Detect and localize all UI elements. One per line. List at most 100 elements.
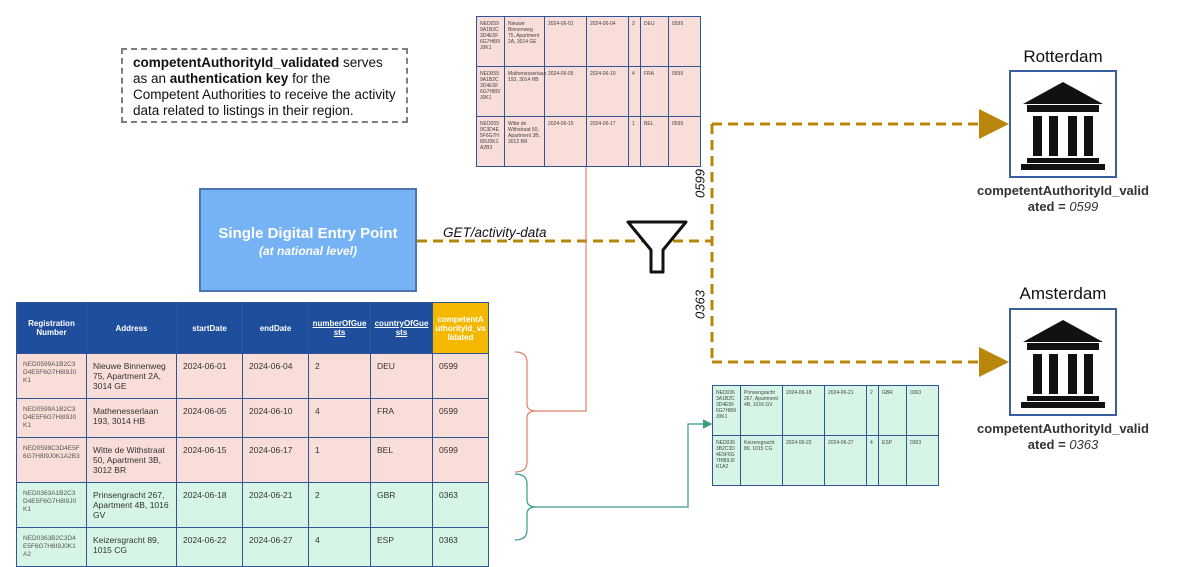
column-header: startDate [176, 302, 243, 354]
authority-label-rotterdam: competentAuthorityId_valid ated = 0599 [963, 183, 1163, 215]
authority-label-value: 0363 [1069, 437, 1099, 452]
table-cell: Prinsengracht 267, Apartment 4B, 1016 GV [86, 482, 177, 528]
table-cell: 2 [866, 385, 879, 436]
rotterdam-data-table: NED0599A1B2C3D4E5F6G7H8I9J0K1 Nieuwe Bin… [476, 16, 701, 167]
sdep-subtitle: (at national level) [258, 244, 358, 258]
authority-label-text: competentAuthorityId_valid ated = [977, 183, 1149, 214]
table-row: NED0363A1B2C3D4E5F6G7H8I9J0K1 Prinsengra… [712, 385, 939, 436]
authority-box-amsterdam [1009, 308, 1117, 416]
table-row: NED0599A1B2C3D4E5F6G7H8I9J0K1 Nieuwe Bin… [16, 353, 489, 399]
table-row: NED0599A1B2C3D4E5F6G7H8I9J0K1 Mathenesse… [476, 66, 701, 117]
authority-label-text: competentAuthorityId_valid ated = [977, 421, 1149, 452]
table-row: NED0599A1B2C3D4E5F6G7H8I9J0K1 Nieuwe Bin… [476, 16, 701, 67]
table-cell: 2024-06-10 [242, 398, 309, 438]
government-building-icon [1021, 320, 1105, 408]
table-cell: 2024-06-04 [242, 353, 309, 399]
table-cell: NED0363A1B2C3D4E5F6G7H8I9J0K1 [712, 385, 741, 436]
sdep-title: Single Digital Entry Point [218, 225, 398, 242]
table-row: NED0599C3D4E5F6G7H8I9J0K1A2B3 Witte de W… [476, 116, 701, 167]
table-cell: Keizersgracht 89, 1015 CG [740, 435, 783, 486]
branch-code-top: 0599 [692, 169, 708, 198]
table-cell: 0599 [432, 437, 489, 483]
table-cell: 4 [308, 398, 371, 438]
authority-city-rotterdam: Rotterdam [1023, 47, 1103, 66]
table-cell: 2024-06-05 [544, 66, 587, 117]
table-cell: ESP [370, 527, 433, 567]
authority-label-value: 0599 [1069, 199, 1099, 214]
table-cell: NED0599A1B2C3D4E5F6G7H8I9J0K1 [476, 66, 505, 117]
note-text-2: for the Competent Authorities to receive… [133, 71, 396, 118]
note-bold-1: authentication key [169, 71, 289, 86]
table-cell: 2024-06-18 [782, 385, 825, 436]
link-rotterdam-table [536, 143, 591, 412]
column-header: endDate [242, 302, 309, 354]
table-cell: FRA [370, 398, 433, 438]
table-cell: 2024-06-10 [586, 66, 629, 117]
table-cell: FRA [640, 66, 669, 117]
note-text-1: serves as an [133, 55, 383, 86]
table-cell: Mathenesserlaan 193, 3014 HB [504, 66, 546, 117]
table-row: NED0599C3D4E5F6G7H8I9J0K1A2B3 Witte de W… [16, 437, 489, 483]
table-cell: BEL [370, 437, 433, 483]
table-cell: 0599 [432, 353, 489, 399]
table-cell: 0363 [906, 385, 939, 436]
table-cell: 2024-06-27 [242, 527, 309, 567]
table-cell: Witte de Withstraat 50, Apartment 3B, 30… [86, 437, 177, 483]
table-cell: 2024-06-21 [242, 482, 309, 528]
table-cell: Mathenesserlaan 193, 3014 HB [86, 398, 177, 438]
table-cell: GBR [370, 482, 433, 528]
national-activity-table: Registration Number Address startDate en… [16, 302, 489, 567]
table-cell: NED0363B2C3D4E5F6G7H8I9J0K1A2 [712, 435, 741, 486]
link-amsterdam-table [536, 419, 713, 508]
authority-box-rotterdam [1009, 70, 1117, 178]
table-cell: Prinsengracht 267, Apartment 4B, 1016 GV [740, 385, 783, 436]
table-cell: 4 [308, 527, 371, 567]
table-cell: 2024-06-01 [544, 16, 587, 67]
government-building-icon [1021, 82, 1105, 170]
table-cell: 4 [628, 66, 641, 117]
table-cell: 2024-06-04 [586, 16, 629, 67]
table-row: NED0363B2C3D4E5F6G7H8I9J0K1A2 Keizersgra… [712, 435, 939, 486]
table-cell: DEU [640, 16, 669, 67]
table-cell: 2 [308, 353, 371, 399]
table-cell: 2024-06-18 [176, 482, 243, 528]
note-key-field: competentAuthorityId_validated [133, 55, 340, 70]
table-cell: 2024-06-22 [782, 435, 825, 486]
table-cell: NED0363B2C3D4E5F6G7H8I9J0K1A2 [16, 527, 87, 567]
table-cell: 1 [308, 437, 371, 483]
table-cell: Nieuwe Binnenweg 75, Apartment 2A, 3014 … [504, 16, 545, 67]
authority-city-amsterdam: Amsterdam [1019, 284, 1107, 303]
table-cell: 2024-06-01 [176, 353, 243, 399]
table-cell: 2 [308, 482, 371, 528]
table-cell: NED0363A1B2C3D4E5F6G7H8I9J0K1 [16, 482, 87, 528]
column-header-highlighted: competentAuthorityId_validated [432, 302, 489, 354]
table-cell: NED0599A1B2C3D4E5F6G7H8I9J0K1 [16, 398, 87, 438]
table-row: NED0363A1B2C3D4E5F6G7H8I9J0K1 Prinsengra… [16, 482, 489, 528]
column-header: countryOfGuests [370, 302, 433, 354]
table-cell: 2024-06-22 [176, 527, 243, 567]
table-cell: 0599 [432, 398, 489, 438]
column-header: Registration Number [16, 302, 87, 354]
table-row: NED0363B2C3D4E5F6G7H8I9J0K1A2 Keizersgra… [16, 527, 489, 567]
table-cell: DEU [370, 353, 433, 399]
table-cell: NED0599C3D4E5F6G7H8I9J0K1A2B3 [476, 116, 505, 167]
amsterdam-data-table: NED0363A1B2C3D4E5F6G7H8I9J0K1 Prinsengra… [712, 385, 939, 486]
table-cell: 0599 [668, 66, 701, 117]
table-cell: GBR [878, 385, 907, 436]
table-cell: 0363 [432, 527, 489, 567]
table-cell: 4 [866, 435, 879, 486]
filter-icon [626, 220, 688, 274]
sdep-box: Single Digital Entry Point (at national … [199, 188, 417, 292]
table-cell: BEL [640, 116, 669, 167]
table-cell: Witte de Withstraat 50, Apartment 3B, 30… [504, 116, 545, 167]
table-cell: 2024-06-15 [176, 437, 243, 483]
table-cell: 2024-06-15 [544, 116, 587, 167]
brace-amsterdam-rows [514, 473, 537, 541]
table-cell: ESP [878, 435, 907, 486]
info-note: competentAuthorityId_validated serves as… [121, 48, 408, 123]
table-row: NED0599A1B2C3D4E5F6G7H8I9J0K1 Mathenesse… [16, 398, 489, 438]
table-cell: Keizersgracht 89, 1015 CG [86, 527, 177, 567]
column-header: numberOfGuests [308, 302, 371, 354]
table-cell: NED0599A1B2C3D4E5F6G7H8I9J0K1 [16, 353, 87, 399]
